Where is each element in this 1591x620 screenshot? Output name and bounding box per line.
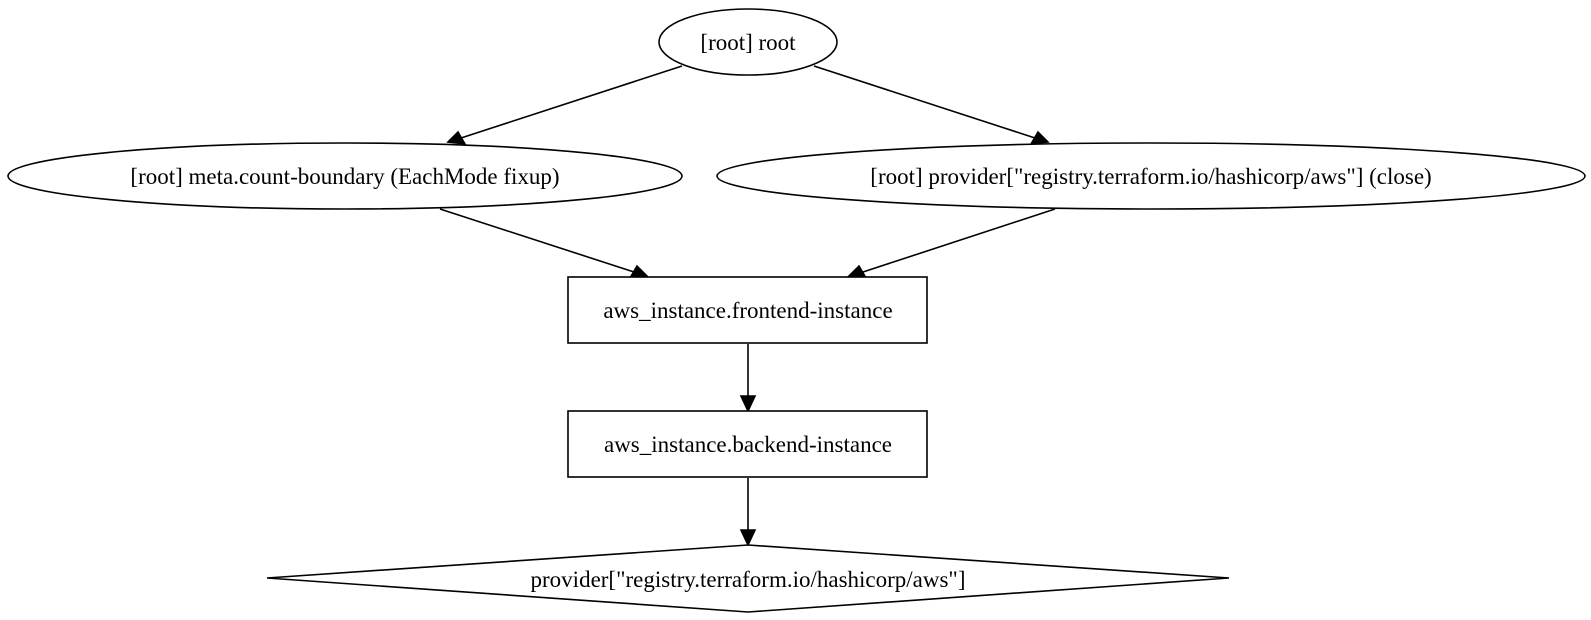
edges: [439, 65, 1056, 547]
node-backend-instance-label: aws_instance.backend-instance: [604, 432, 892, 457]
node-provider: provider["registry.terraform.io/hashicor…: [266, 544, 1230, 613]
edge-backend-to-provider: [739, 478, 757, 547]
edge-root-to-count-boundary: [446, 65, 683, 145]
node-backend-instance: aws_instance.backend-instance: [567, 410, 928, 478]
edge-count-boundary-to-frontend: [439, 208, 650, 279]
node-frontend-instance-label: aws_instance.frontend-instance: [603, 298, 892, 323]
node-provider-close: [root] provider["registry.terraform.io/h…: [716, 142, 1586, 210]
node-provider-close-label: [root] provider["registry.terraform.io/h…: [870, 164, 1431, 189]
node-frontend-instance: aws_instance.frontend-instance: [567, 276, 928, 344]
edge-frontend-to-backend: [739, 344, 757, 413]
node-root: [root] root: [658, 8, 838, 76]
node-count-boundary-label: [root] meta.count-boundary (EachMode fix…: [130, 164, 559, 189]
edge-root-to-provider-close: [813, 65, 1050, 145]
edge-provider-close-to-frontend: [846, 208, 1056, 279]
node-root-label: [root] root: [700, 30, 796, 55]
node-count-boundary: [root] meta.count-boundary (EachMode fix…: [7, 142, 683, 210]
node-provider-label: provider["registry.terraform.io/hashicor…: [531, 567, 966, 592]
